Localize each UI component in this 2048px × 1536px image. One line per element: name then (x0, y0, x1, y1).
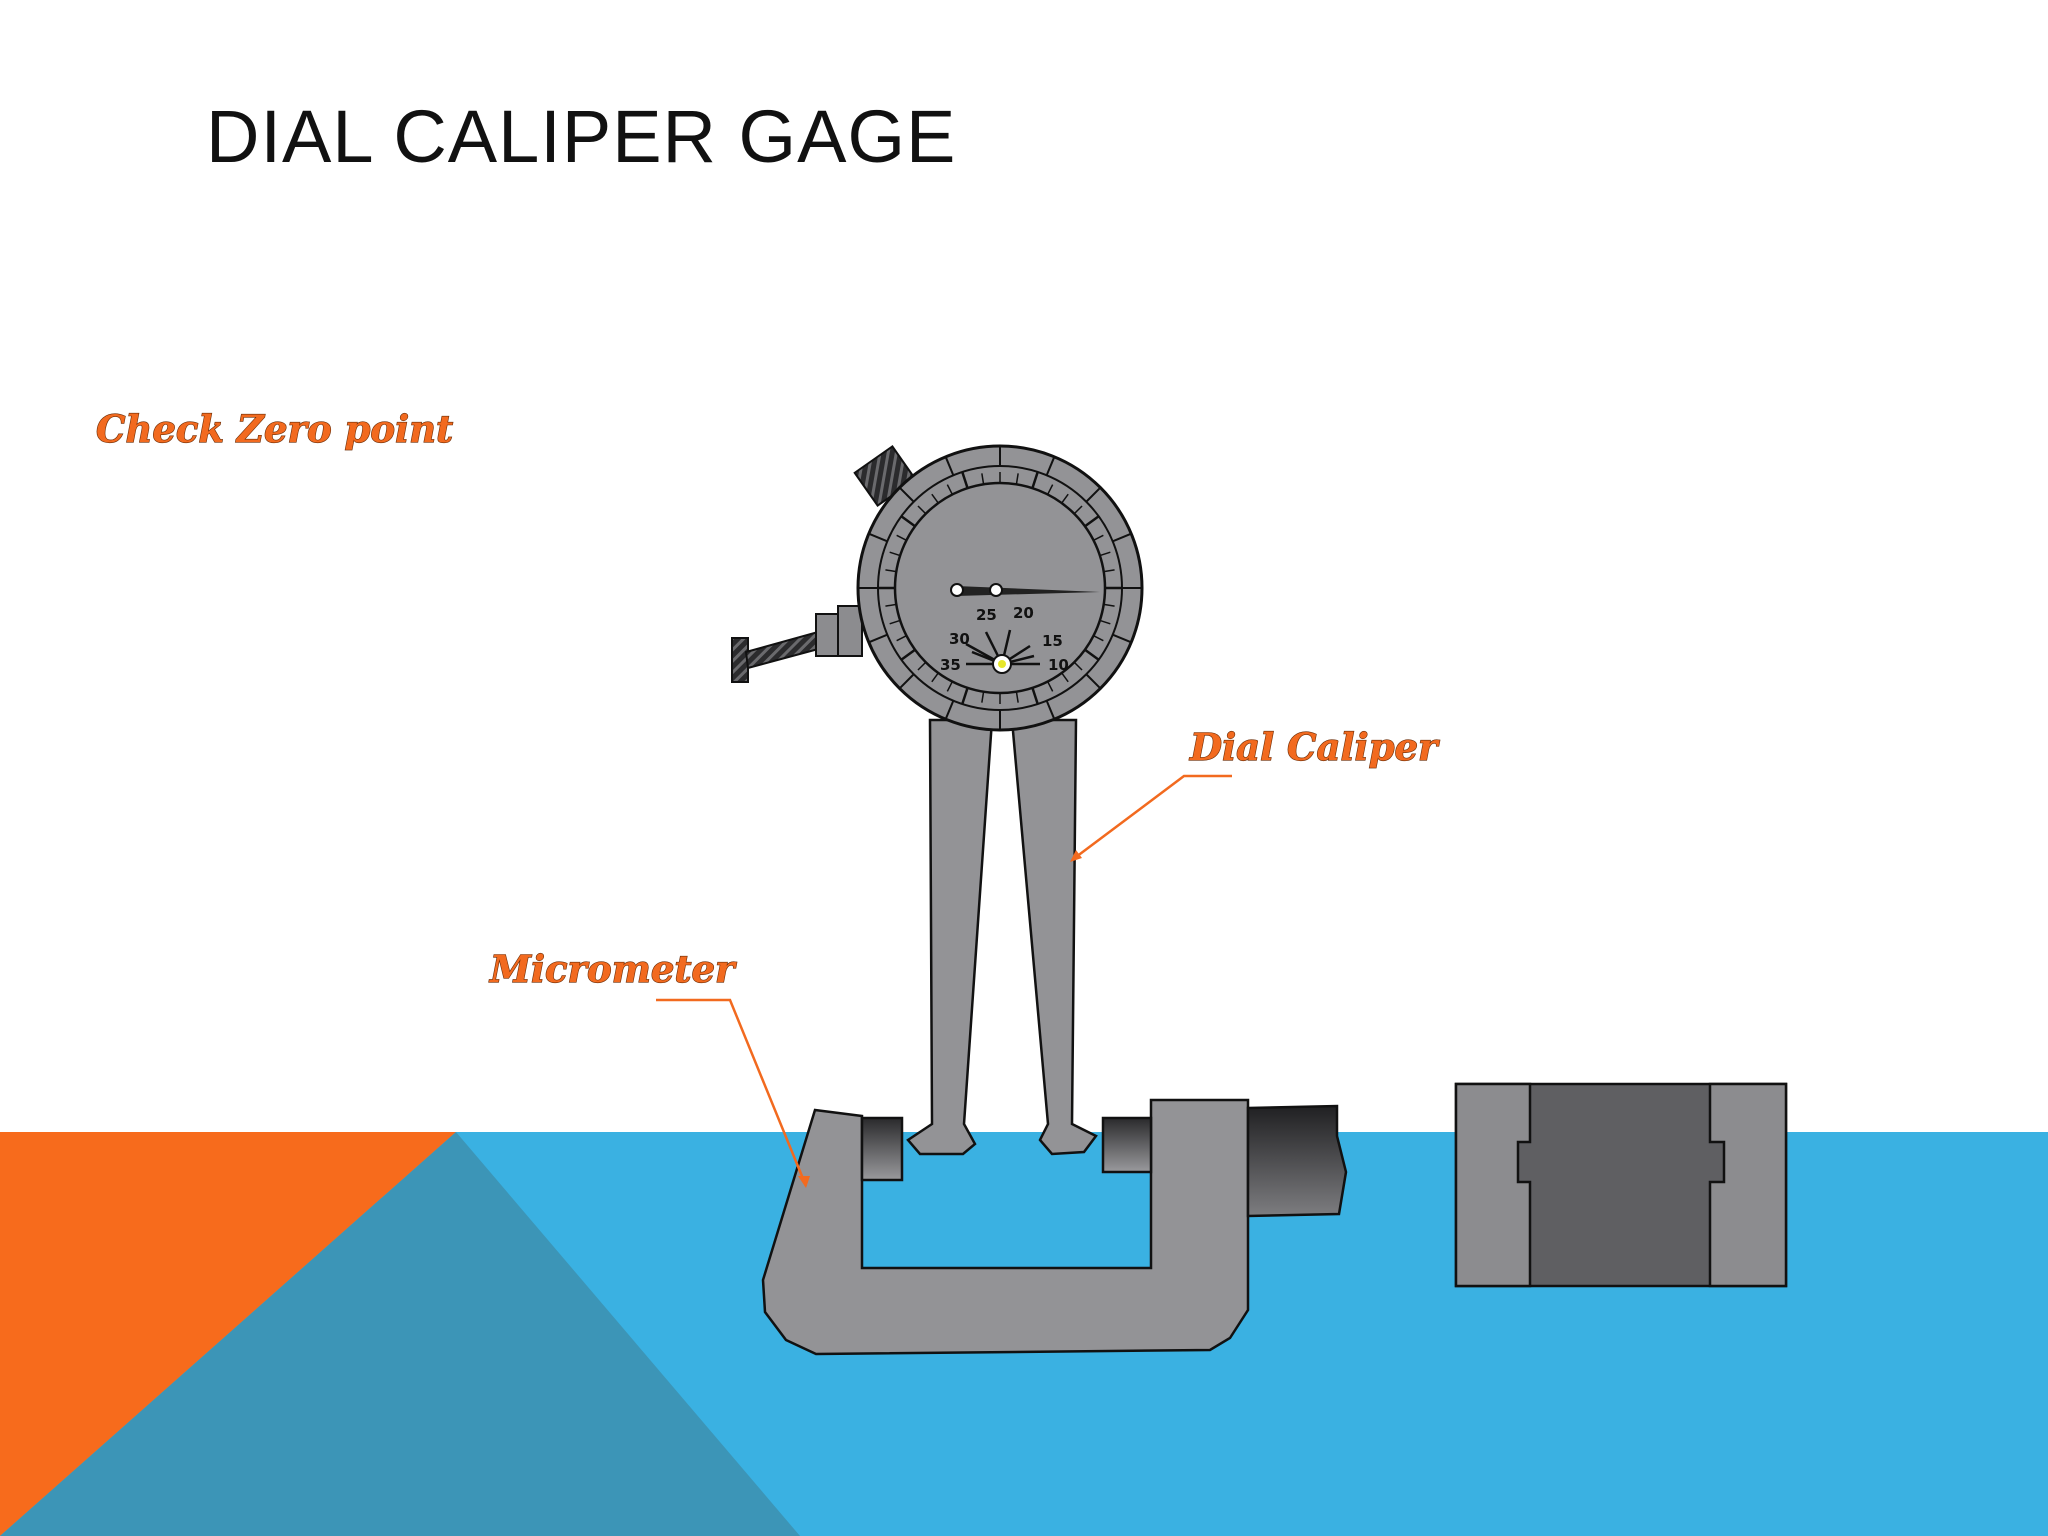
bezel-tick (931, 672, 939, 683)
bezel-outer-tick (898, 486, 915, 503)
bezel-tick (1031, 687, 1039, 705)
callout-check-zero-point: Check Zero point (96, 407, 453, 451)
bezel-tick (981, 691, 985, 703)
bezel-tick (931, 493, 939, 504)
dial-label-15: 15 (1042, 632, 1063, 650)
bezel-tick (1093, 635, 1104, 642)
caliper-left-leg (906, 718, 994, 1156)
bezel-tick (1093, 534, 1104, 541)
adjustment-screw (731, 605, 863, 683)
bezel-tick (961, 687, 969, 705)
bezel-tick (1047, 681, 1054, 692)
bezel-outer-tick (1085, 486, 1102, 503)
bezel-tick (1073, 505, 1083, 515)
micrometer-frame (761, 1098, 1250, 1356)
bezel-tick (885, 603, 897, 607)
bezel-tick (900, 515, 916, 528)
dial-caliper-leader-line (1071, 774, 1232, 861)
teal-triangle (0, 1132, 800, 1536)
bezel-outer-tick (868, 532, 888, 543)
screw-collar (837, 605, 863, 657)
callout-dial-caliper: Dial Caliper (1189, 725, 1440, 769)
bezel-outer-tick (944, 456, 955, 476)
bezel-outer-tick (1085, 673, 1102, 690)
bezel-outer-tick (944, 700, 955, 720)
bezel-outer-tick (1112, 633, 1132, 644)
bezel-outer-tick (868, 633, 888, 644)
bezel-outer-tick (1045, 456, 1056, 476)
bezel-tick (1061, 672, 1069, 683)
bezel-tick (896, 534, 907, 541)
dial-bezel-ticks (858, 446, 1142, 730)
bezel-outer-tick (1045, 700, 1056, 720)
setting-block (1454, 1082, 1788, 1288)
micrometer-anvil (860, 1116, 904, 1182)
setting-block-left-jaw (1454, 1082, 1532, 1288)
screw-nut (815, 613, 839, 657)
bezel-tick (946, 681, 953, 692)
bezel-tick (1103, 569, 1115, 573)
bezel-tick (1031, 471, 1039, 489)
bezel-tick (917, 505, 927, 515)
dial-label-25: 25 (976, 606, 997, 624)
bezel-tick (896, 635, 907, 642)
callout-micrometer-group: Micrometer (487, 946, 810, 1188)
bezel-tick (889, 619, 901, 625)
bezel-tick (900, 648, 916, 661)
sub-dial-center-dot (998, 660, 1006, 668)
dial-label-20: 20 (1013, 604, 1034, 622)
micrometer-sleeve (1246, 1104, 1348, 1218)
bezel-tick (946, 484, 953, 495)
dial-label-10: 10 (1048, 656, 1069, 674)
bezel-tick (889, 551, 901, 557)
bezel-tick (1084, 648, 1100, 661)
screw-knob (731, 637, 749, 683)
bezel-tick (1103, 603, 1115, 607)
callout-micrometer: Micrometer (488, 947, 737, 991)
bezel-tick (885, 569, 897, 573)
dial-gauge: 25 20 30 15 35 10 (856, 444, 1144, 732)
bezel-tick (1073, 661, 1083, 671)
bezel-tick (981, 473, 985, 485)
bezel-tick (1099, 551, 1111, 557)
micrometer-leader-line (656, 998, 808, 1187)
needle-pivot-right (989, 583, 1003, 597)
bezel-outer-tick (1112, 532, 1132, 543)
bezel-outer-tick (898, 673, 915, 690)
bezel-tick (1015, 473, 1019, 485)
dial-label-30: 30 (949, 630, 970, 648)
bezel-tick (1084, 515, 1100, 528)
dial-caliper: 25 20 30 15 35 10 (731, 444, 1144, 1156)
bezel-tick (1061, 493, 1069, 504)
bezel-tick (961, 471, 969, 489)
bezel-tick (1099, 619, 1111, 625)
setting-block-right-jaw (1708, 1082, 1788, 1288)
caliper-right-leg (1010, 718, 1098, 1156)
callout-dial-caliper-group: Dial Caliper (1070, 724, 1441, 862)
bezel-tick (1047, 484, 1054, 495)
dial-caliper-arrowhead (1070, 850, 1082, 862)
bezel-tick (1015, 691, 1019, 703)
slide-title: DIAL CALIPER GAGE (206, 95, 957, 178)
bezel-tick (917, 661, 927, 671)
micrometer-spindle (1101, 1116, 1153, 1174)
screw-shaft (744, 630, 824, 670)
dial-label-35: 35 (940, 656, 961, 674)
needle-pivot-left (950, 583, 964, 597)
micrometer (761, 1098, 1348, 1356)
micrometer-arrowhead (798, 1176, 810, 1188)
